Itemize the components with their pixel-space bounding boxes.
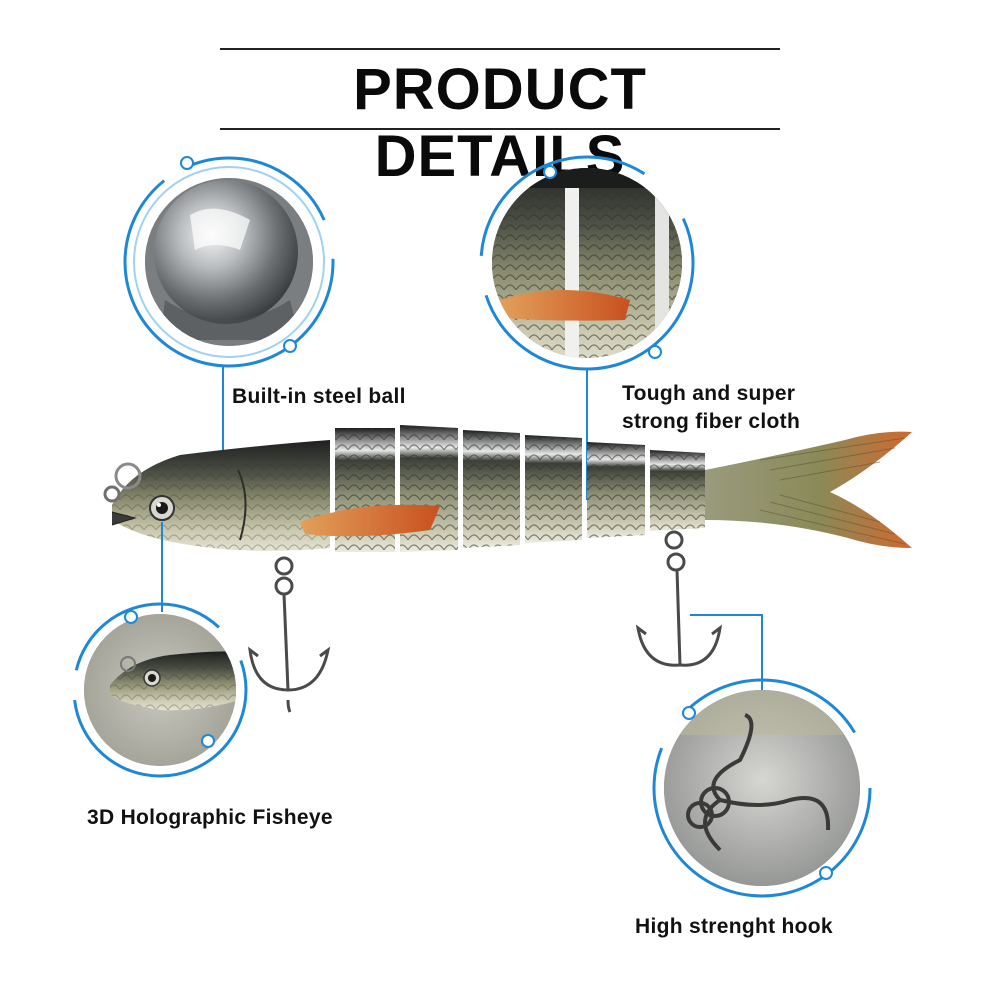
rear-treble-hook <box>635 530 723 667</box>
steel-ball-label: Built-in steel ball <box>232 385 406 408</box>
fish-lure <box>103 425 912 552</box>
hook-callout <box>652 614 872 898</box>
node-dot-icon <box>648 345 662 359</box>
fiber-cloth-callout <box>479 155 695 500</box>
fiber-cloth-label: Tough and super strong fiber cloth <box>622 382 801 433</box>
front-treble-hook <box>248 556 331 713</box>
node-dot-icon <box>180 156 194 170</box>
node-dot-icon <box>819 866 833 880</box>
node-dot-icon <box>543 165 557 179</box>
steel-ball-callout <box>123 156 335 458</box>
node-dot-icon <box>124 610 138 624</box>
hook-label: High strenght hook <box>635 915 833 938</box>
node-dot-icon <box>283 339 297 353</box>
fisheye-label: 3D Holographic Fisheye <box>87 806 333 829</box>
node-dot-icon <box>201 734 215 748</box>
node-dot-icon <box>682 706 696 720</box>
fisheye-callout <box>72 522 248 778</box>
